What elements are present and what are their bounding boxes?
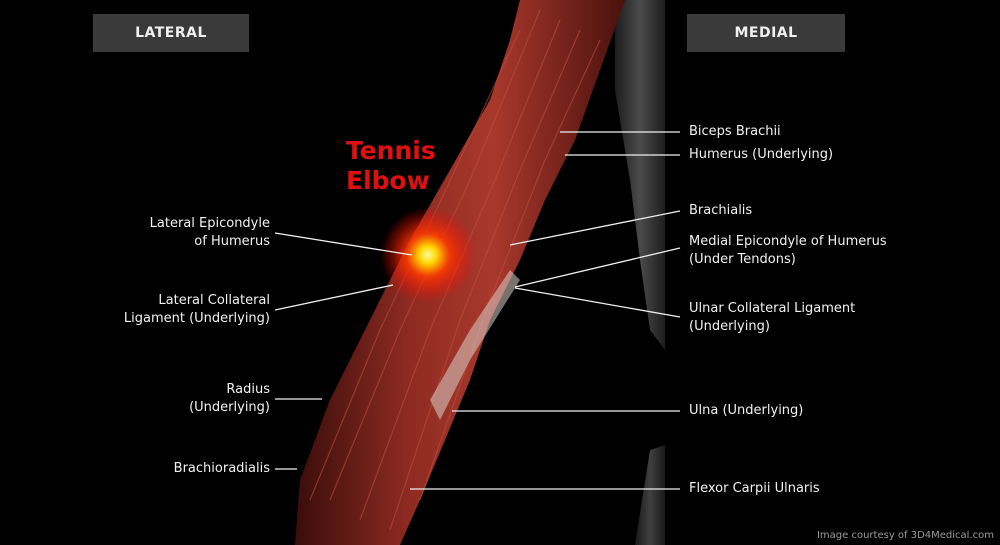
label-brachioradialis: Brachioradialis bbox=[173, 461, 270, 476]
label-lateral-collateral-ligament: Lateral Collateral Ligament (Underlying) bbox=[123, 293, 270, 326]
label-medial-epicondyle: Medial Epicondyle of Humerus (Under Tend… bbox=[689, 234, 887, 267]
elbow-tendon bbox=[430, 270, 520, 420]
leader-lines bbox=[274, 131, 681, 490]
leader-lateral-epicondyle bbox=[274, 232, 413, 256]
label-humerus: Humerus (Underlying) bbox=[689, 147, 834, 162]
lateral-header: LATERAL bbox=[93, 14, 249, 52]
medial-header: MEDIAL bbox=[687, 14, 845, 52]
tennis-elbow-glow bbox=[380, 207, 476, 303]
label-lateral-epicondyle: Lateral Epicondyle of Humerus bbox=[149, 216, 270, 249]
label-radius: Radius (Underlying) bbox=[189, 382, 270, 415]
label-ulnar-collateral-ligament: Ulnar Collateral Ligament (Underlying) bbox=[689, 301, 856, 334]
leader-medial-epicondyle bbox=[514, 247, 681, 288]
image-credit: Image courtesy of 3D4Medical.com bbox=[816, 530, 994, 541]
upper-arm-skin bbox=[615, 0, 665, 350]
label-ulna: Ulna (Underlying) bbox=[689, 403, 804, 418]
forearm-skin-lower bbox=[635, 445, 665, 545]
label-flexor-carpii-ulnaris: Flexor Carpii Ulnaris bbox=[689, 481, 820, 496]
leader-lateral-collateral bbox=[274, 284, 394, 311]
label-brachialis: Brachialis bbox=[689, 203, 753, 218]
leader-brachialis bbox=[509, 210, 681, 246]
leader-ulnar-collateral bbox=[514, 287, 681, 318]
label-biceps-brachii: Biceps Brachii bbox=[689, 124, 781, 139]
tennis-elbow-title: Tennis Elbow bbox=[346, 136, 436, 195]
